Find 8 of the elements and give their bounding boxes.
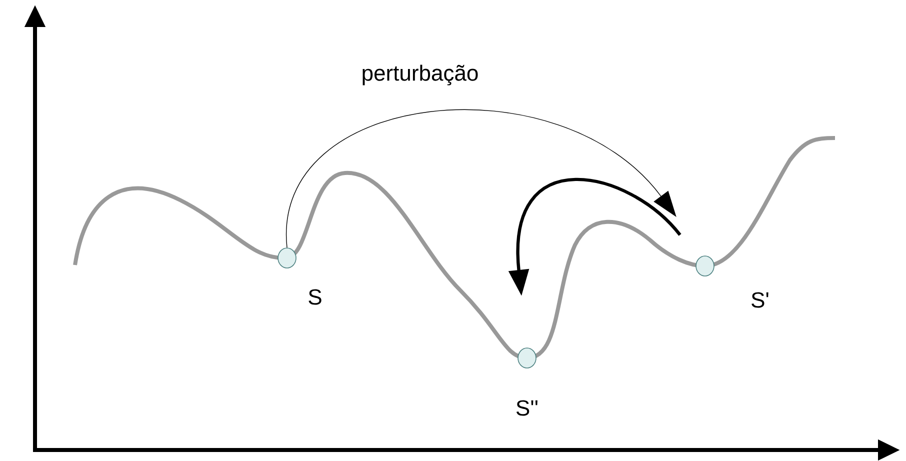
state-marker [518,348,536,368]
edge-label: perturbação [360,64,480,86]
arrow [286,109,676,248]
state-label: S [308,289,322,305]
state-label: S'' [516,400,538,416]
state-marker [278,248,296,268]
state-label: S' [752,292,768,308]
state-marker [696,256,714,276]
